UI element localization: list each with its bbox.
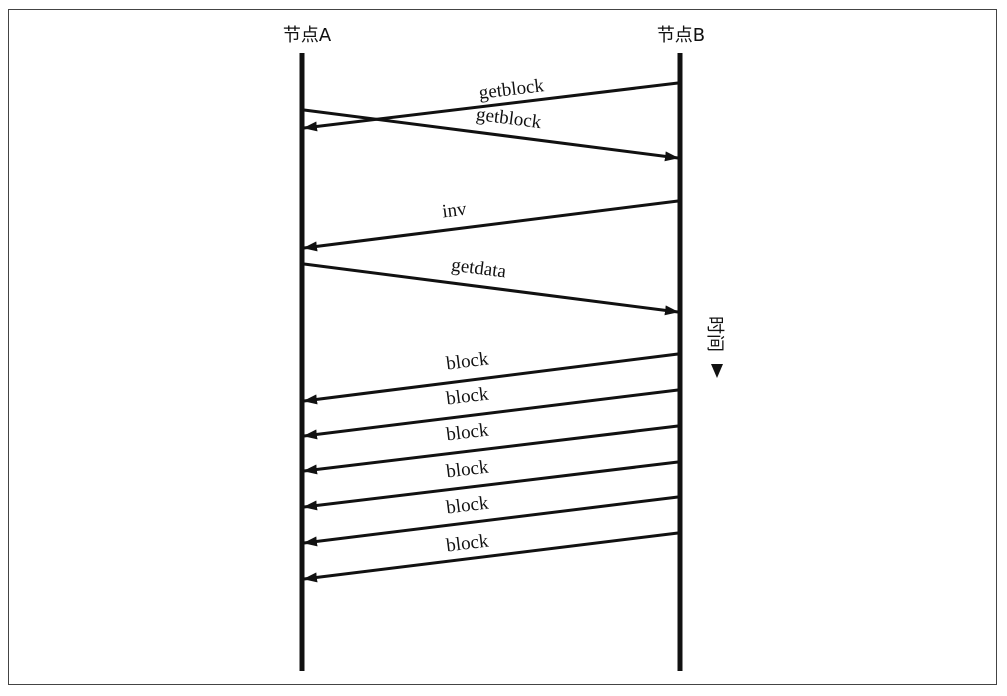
message-arrow-5 bbox=[303, 352, 679, 405]
message-label-10: block bbox=[445, 530, 490, 556]
message-arrow-1 bbox=[303, 81, 679, 132]
message-label-4: getdata bbox=[450, 255, 508, 283]
message-label-6: block bbox=[445, 383, 490, 409]
node-a-label: 节点A bbox=[283, 25, 332, 46]
message-label-5: block bbox=[445, 348, 490, 374]
time-label: 时间 bbox=[704, 316, 725, 352]
message-arrow-8 bbox=[303, 460, 679, 511]
message-arrow-10 bbox=[303, 531, 679, 583]
message-arrow-6 bbox=[303, 388, 679, 440]
message-arrow-2 bbox=[303, 108, 679, 162]
message-label-8: block bbox=[445, 457, 490, 483]
message-label-9: block bbox=[445, 492, 490, 518]
message-arrows: getblockgetblockinvgetdatablockblockbloc… bbox=[303, 75, 679, 583]
message-label-2: getblock bbox=[475, 104, 543, 133]
diagram-frame bbox=[8, 9, 997, 685]
message-arrow-9 bbox=[303, 495, 679, 547]
down-triangle-icon bbox=[711, 364, 723, 378]
message-label-3: inv bbox=[441, 199, 468, 223]
message-label-7: block bbox=[445, 420, 490, 446]
message-arrow-3 bbox=[303, 199, 679, 252]
message-arrow-7 bbox=[303, 424, 679, 475]
node-b-label: 节点B bbox=[657, 25, 705, 46]
message-arrow-4 bbox=[303, 262, 679, 316]
